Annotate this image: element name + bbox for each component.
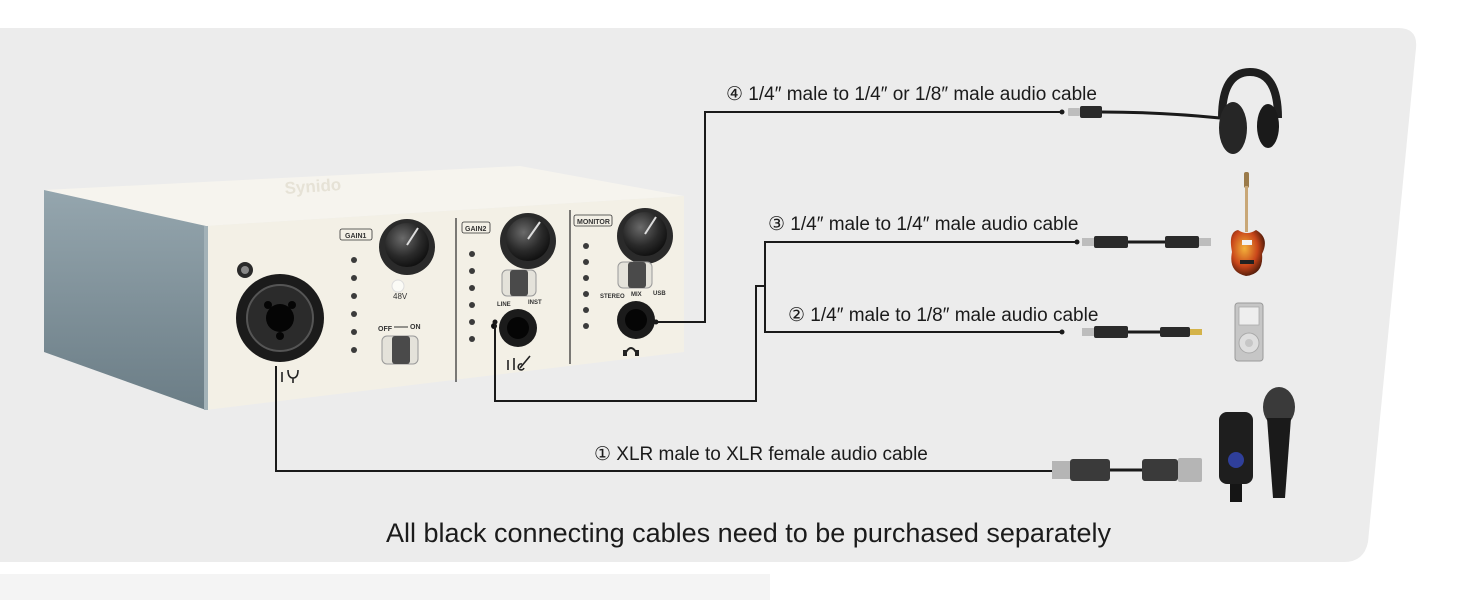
phantom-power-label: 48V — [393, 292, 408, 301]
mic-input-icon — [281, 369, 299, 383]
usb-label: USB — [653, 291, 666, 297]
microphones-icon — [1219, 387, 1295, 502]
guitar-input-icon — [507, 355, 531, 371]
cable-4-line — [656, 111, 1062, 323]
level-meter-leds-2 — [469, 251, 475, 342]
line-inst-switch — [501, 269, 537, 297]
mix-label: MIX — [631, 292, 642, 298]
device-brand-text: Synido — [284, 175, 342, 198]
gain1-label: GAIN1 — [345, 233, 367, 240]
cable-3-label: ③ 1/4″ male to 1/4″ male audio cable — [768, 214, 1078, 235]
headphones-icon — [1218, 67, 1282, 154]
phantom-power-switch — [381, 335, 419, 365]
level-meter-leds-1 — [351, 257, 357, 353]
cable-3-drawing — [1082, 236, 1211, 248]
cable-2-drawing — [1082, 326, 1202, 338]
cable-1-drawing — [1052, 458, 1202, 482]
line-label: LINE — [497, 302, 511, 308]
audio-interface-device: Synido GAIN1 — [44, 166, 684, 410]
music-player-icon — [1234, 302, 1264, 362]
electric-guitar-icon — [1230, 172, 1265, 276]
cable-1-line — [275, 366, 1052, 472]
gain2-label: GAIN2 — [465, 226, 487, 233]
footer-note: All black connecting cables need to be p… — [386, 518, 1111, 548]
combo-xlr-input-jack — [236, 274, 324, 362]
floor-strip — [0, 574, 770, 600]
monitor-knob — [617, 208, 673, 264]
background-panel — [0, 28, 1417, 562]
cable-4-label: ④ 1/4″ male to 1/4″ or 1/8″ male audio c… — [726, 84, 1097, 105]
stereo-label: STEREO — [600, 294, 625, 300]
phantom-on-label: ON — [410, 324, 421, 331]
cable-2-label: ② 1/4″ male to 1/8″ male audio cable — [788, 305, 1098, 326]
level-meter-leds-3 — [583, 243, 589, 329]
phantom-off-label: OFF — [378, 326, 393, 333]
cable-3-line — [494, 241, 1077, 402]
monitor-label: MONITOR — [577, 219, 610, 226]
headphone-output-jack — [617, 301, 655, 339]
cable-1-label: ① XLR male to XLR female audio cable — [594, 444, 928, 465]
inst-label: INST — [528, 300, 542, 306]
cable-4-drawing — [1068, 106, 1221, 120]
connection-lines — [275, 111, 1077, 472]
gain2-knob — [500, 213, 556, 269]
monitor-mode-switch — [617, 261, 653, 289]
gain1-knob — [379, 219, 435, 275]
cable-2-line — [764, 286, 1062, 333]
